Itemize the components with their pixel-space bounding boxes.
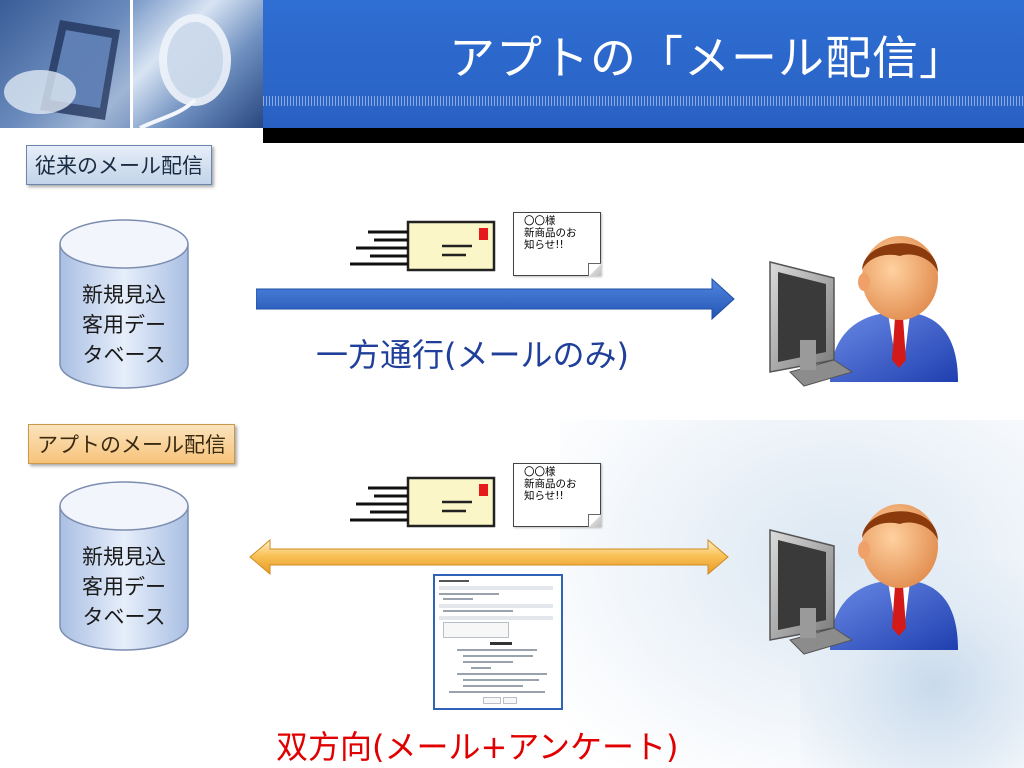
- database-cylinder-icon: [59, 481, 189, 651]
- page-title: アプトの「メール配信」: [449, 31, 966, 85]
- user-at-computer-icon: [769, 504, 958, 655]
- header-bar: [263, 0, 1024, 128]
- form-header-line: [439, 580, 469, 582]
- database-label: 新規見込 客用デー タベース: [82, 283, 166, 367]
- mail-note-appt: 〇〇様 新商品のお 知らせ!!: [513, 463, 601, 527]
- two-way-caption: 双方向(メール+アンケート): [276, 728, 679, 766]
- survey-form-thumbnail: [433, 574, 563, 710]
- form-line: [439, 593, 499, 595]
- database-label: 新規見込 客用デー タベース: [82, 545, 166, 629]
- form-line: [463, 679, 539, 681]
- form-button: [503, 697, 517, 704]
- two-way-arrow: [249, 538, 729, 576]
- form-line: [443, 610, 513, 612]
- form-band: [439, 616, 553, 620]
- form-band: [439, 604, 553, 608]
- mail-note-text: 〇〇様 新商品のお 知らせ!!: [524, 466, 577, 502]
- one-way-arrow: [256, 278, 735, 320]
- form-line: [463, 685, 523, 687]
- form-line: [457, 649, 537, 651]
- header-dot-pattern: [263, 96, 1024, 106]
- form-heading: [490, 642, 512, 645]
- header-photo-divider: [130, 0, 133, 128]
- form-button: [483, 697, 501, 704]
- form-textarea: [443, 622, 509, 638]
- form-band: [439, 586, 553, 590]
- database-traditional: 新規見込 客用デー タベース: [58, 218, 190, 390]
- laptop-mouse-photo-icon: [0, 0, 231, 128]
- mail-note-text: 〇〇様 新商品のお 知らせ!!: [524, 215, 577, 251]
- section-label-appt: アプトのメール配信: [28, 424, 235, 464]
- header-underline: [263, 128, 1024, 143]
- form-line: [449, 691, 545, 693]
- form-line: [463, 655, 533, 657]
- mail-note-traditional: 〇〇様 新商品のお 知らせ!!: [513, 212, 601, 276]
- note-fold: [588, 263, 601, 276]
- form-line: [443, 598, 473, 600]
- form-line: [463, 661, 513, 663]
- mail-envelope-icon: [350, 220, 496, 272]
- header-photo: [0, 0, 263, 128]
- form-line: [471, 667, 491, 669]
- section-label-traditional: 従来のメール配信: [26, 145, 212, 185]
- user-at-computer-icon: [769, 236, 958, 387]
- database-appt: 新規見込 客用デー タベース: [58, 480, 190, 652]
- form-line: [457, 673, 547, 675]
- mail-envelope-icon: [350, 476, 496, 528]
- database-cylinder-icon: [59, 219, 189, 389]
- one-way-caption: 一方通行(メールのみ): [316, 336, 629, 374]
- note-fold: [588, 514, 601, 527]
